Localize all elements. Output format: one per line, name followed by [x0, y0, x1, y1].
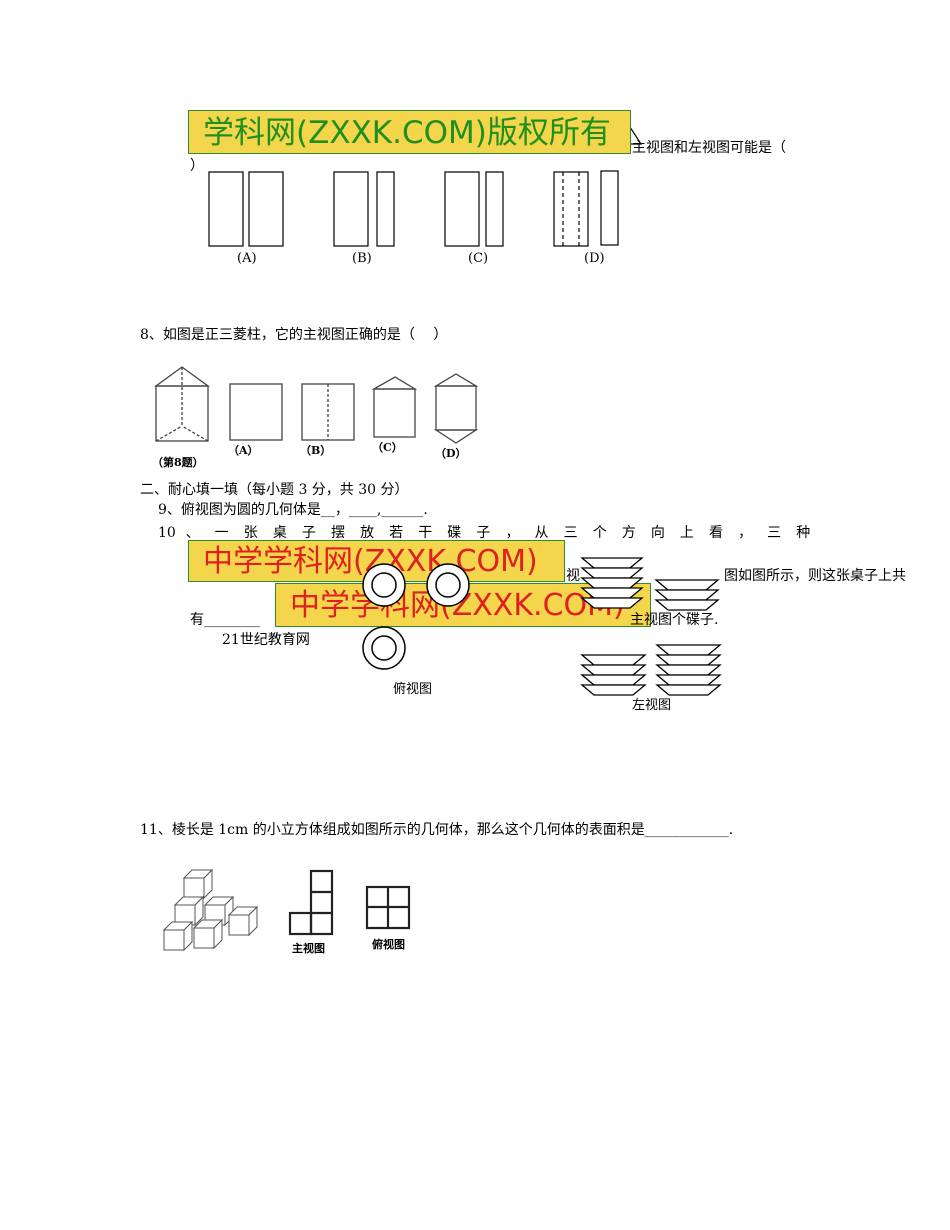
plate [654, 599, 720, 611]
cube-face [213, 918, 223, 950]
q10-char: 摆 [330, 525, 351, 541]
q8-option-b: （B） [300, 444, 332, 457]
q10-char: 10 [158, 525, 176, 541]
q10-char: 、 [185, 525, 205, 541]
plate [655, 684, 722, 696]
plate [655, 674, 722, 686]
q11-cube-figure [162, 868, 259, 952]
q10-line1: 10 、 一 张 桌 子 摆 放 若 干 碟 子 ， 从 三 个 方 向 上 看… [158, 522, 810, 542]
q7-option-d: (D) [584, 251, 605, 266]
plate [655, 654, 722, 666]
q10-char: 碟 [447, 525, 467, 541]
plate [580, 597, 644, 609]
q10-char: 从 [534, 525, 554, 541]
q10-char: 桌 [272, 525, 293, 541]
q10-top-view-rings [362, 563, 470, 670]
q8-option-d: （D） [435, 447, 467, 460]
q10-char: 放 [360, 525, 380, 541]
q11-question-text: 11、棱长是 1cm 的小立方体组成如图所示的几何体，那么这个几何体的表面积是_… [140, 822, 734, 838]
cube-face [183, 920, 193, 952]
plate [580, 557, 644, 569]
cube-face [163, 929, 185, 951]
q10-char: 向 [650, 525, 671, 541]
q10-char: 三 [767, 525, 787, 541]
watermark-banner: 学科网(ZXXK.COM)版权所有 [188, 110, 631, 154]
q10-char: 种 [796, 525, 811, 541]
section-heading: 二、耐心填一填（每小题 3 分，共 30 分） [140, 482, 409, 498]
front-view-label: 主视图 [292, 942, 325, 955]
q8-option-a: （A） [228, 444, 259, 457]
q8-figures [154, 366, 479, 444]
q7-option-a: (A) [237, 251, 257, 266]
q10-char: 若 [389, 525, 409, 541]
q10-char: 一 [214, 525, 234, 541]
q7-question-text: 主视图和左视图可能是（ [632, 140, 786, 156]
q10-char: ， [505, 525, 525, 541]
q10-char: 子 [476, 525, 496, 541]
cube-face [183, 877, 205, 899]
q10-char: 方 [621, 525, 642, 541]
q10-char: 上 [679, 525, 700, 541]
q10-text-part: 图如图所示，则这张桌子上共 [724, 568, 906, 584]
top-view-label: 俯视图 [393, 682, 433, 697]
plate [655, 664, 722, 676]
q11-views [288, 869, 411, 936]
plate [580, 664, 647, 676]
top-view-label: 俯视图 [372, 938, 405, 951]
q8-question-text: 8、如图是正三菱柱，它的主视图正确的是（ ） [140, 327, 448, 343]
q8-figure-caption: （第8题） [152, 456, 204, 469]
plate [654, 579, 720, 591]
cube-face [248, 905, 258, 937]
q10-char: 个 [592, 525, 612, 541]
q7-close-paren: ） [190, 158, 204, 174]
plate [580, 674, 647, 686]
plate [580, 654, 647, 666]
q7-option-b: (B) [352, 251, 372, 266]
q7-option-figures [208, 170, 619, 247]
cube-face [228, 914, 250, 936]
cube-face [193, 927, 215, 949]
q10-text-part: 视 [566, 568, 580, 584]
q10-char: 干 [418, 525, 438, 541]
left-view-label: 左视图 [632, 698, 672, 713]
cube-face [203, 868, 213, 900]
q10-char: ， [738, 525, 758, 541]
plate [580, 567, 644, 579]
q10-char: 三 [563, 525, 583, 541]
q9-question-text: 9、俯视图为圆的几何体是__，____,______. [158, 502, 428, 518]
watermark-small: 21世纪教育网 [222, 632, 310, 648]
q10-plate-stacks [580, 557, 722, 696]
plate [580, 684, 647, 696]
plate [655, 644, 722, 656]
q10-char: 张 [243, 525, 264, 541]
q8-option-c: （C） [372, 441, 403, 454]
plate [654, 589, 720, 601]
q10-answer-blank: 有________ [190, 612, 260, 628]
q10-char: 看 [709, 525, 729, 541]
cube-face [194, 895, 204, 927]
q10-text-part: 主视图个碟子. [630, 612, 719, 628]
q7-option-c: (C) [468, 251, 489, 266]
q10-char: 子 [301, 525, 322, 541]
